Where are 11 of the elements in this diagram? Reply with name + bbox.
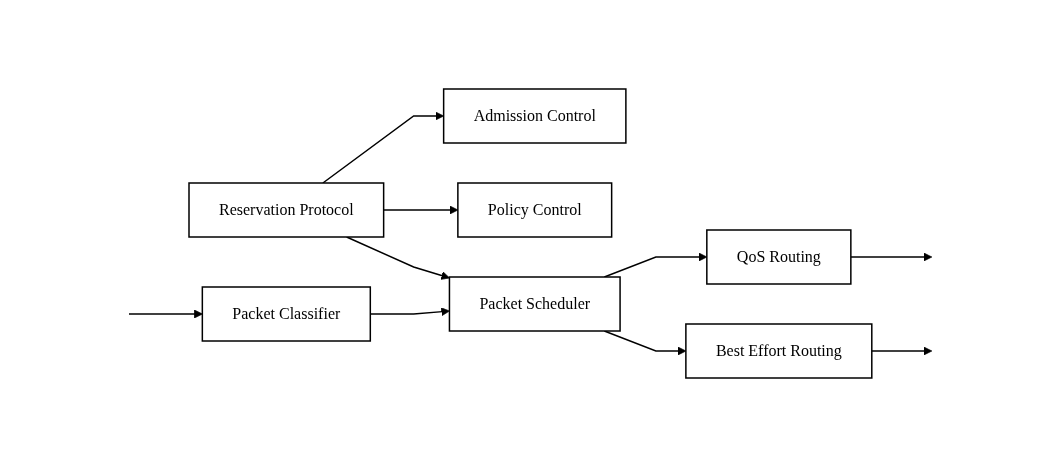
node-box: Packet Scheduler [448,275,621,332]
node-box: QoS Routing [705,228,852,285]
node-box: Admission Control [442,87,627,144]
arrow [345,235,450,280]
node-box: Policy Control [456,181,612,238]
node-box: Reservation Protocol [187,181,384,238]
arrow [321,111,444,184]
arrow [369,306,450,316]
node-box: Best Effort Routing [684,322,873,379]
arrow [603,329,686,355]
node-box: Packet Classifier [201,285,371,342]
